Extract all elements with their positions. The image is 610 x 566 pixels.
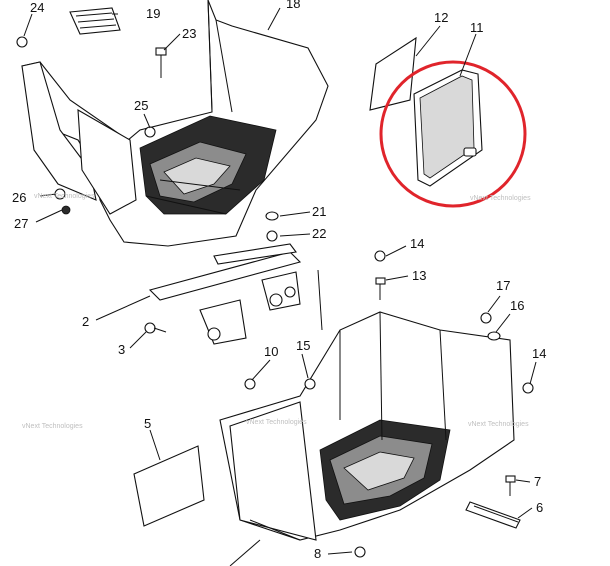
callout-8: 8: [314, 546, 321, 561]
nut-8: [354, 546, 366, 558]
callout-15: 15: [296, 338, 310, 353]
callout-24: 24: [30, 0, 44, 15]
callout-7: 7: [534, 474, 541, 489]
nut-22: [266, 230, 278, 242]
callout-18: 18: [286, 0, 300, 11]
watermark: vNext Technologies: [470, 195, 531, 202]
callout-10: 10: [264, 344, 278, 359]
callout-labels: 24 19 18 23 25 26 27 21 22 12 11 14 13 1…: [12, 0, 546, 561]
callout-5: 5: [144, 416, 151, 431]
callout-11: 11: [470, 20, 484, 35]
nut-27: [61, 205, 71, 215]
callout-27: 27: [14, 216, 28, 231]
bolt-24: [16, 36, 28, 48]
step-plate-6: [465, 501, 521, 529]
callout-2: 2: [82, 314, 89, 329]
nut-17: [480, 312, 492, 324]
bolt-3: [144, 322, 167, 334]
callout-26: 26: [12, 190, 26, 205]
watermark: vNext Technologies: [34, 193, 95, 200]
callout-22: 22: [312, 226, 326, 241]
bolt-13: [375, 277, 386, 300]
callout-3: 3: [118, 342, 125, 357]
callout-19: 19: [146, 6, 160, 21]
callout-13: 13: [412, 268, 426, 283]
callout-25: 25: [134, 98, 148, 113]
step-plate-19: [69, 7, 121, 35]
callout-14: 14: [410, 236, 424, 251]
watermark: vNext Technologies: [468, 421, 529, 428]
callout-21: 21: [312, 204, 326, 219]
panel-5: [133, 445, 205, 527]
washer-21: [265, 211, 279, 221]
callout-14: 14: [532, 346, 546, 361]
bolt-14b: [522, 382, 534, 394]
callout-23: 23: [182, 26, 196, 41]
cover-panel-11: [413, 69, 483, 187]
callout-12: 12: [434, 10, 448, 25]
leader-lines: [23, 7, 537, 566]
watermark: vNext Technologies: [246, 419, 307, 426]
bolt-7: [505, 475, 516, 496]
washer-16: [487, 331, 501, 341]
bolt-14a: [374, 250, 386, 262]
highlight-circle: [379, 60, 527, 208]
lower-step-panel: [219, 311, 515, 541]
callout-17: 17: [496, 278, 510, 293]
callout-6: 6: [536, 500, 543, 515]
callout-16: 16: [510, 298, 524, 313]
bolt-10: [244, 378, 256, 390]
bolt-23: [155, 47, 167, 78]
bracket-2: [148, 243, 302, 345]
watermark: vNext Technologies: [22, 423, 83, 430]
upper-step-panel: [21, 0, 329, 247]
cover-panel-12: [369, 36, 417, 111]
bolt-25: [144, 126, 156, 138]
bolt-15: [304, 378, 316, 390]
watermarks: vNext Technologies vNext Technologies vN…: [22, 193, 531, 430]
